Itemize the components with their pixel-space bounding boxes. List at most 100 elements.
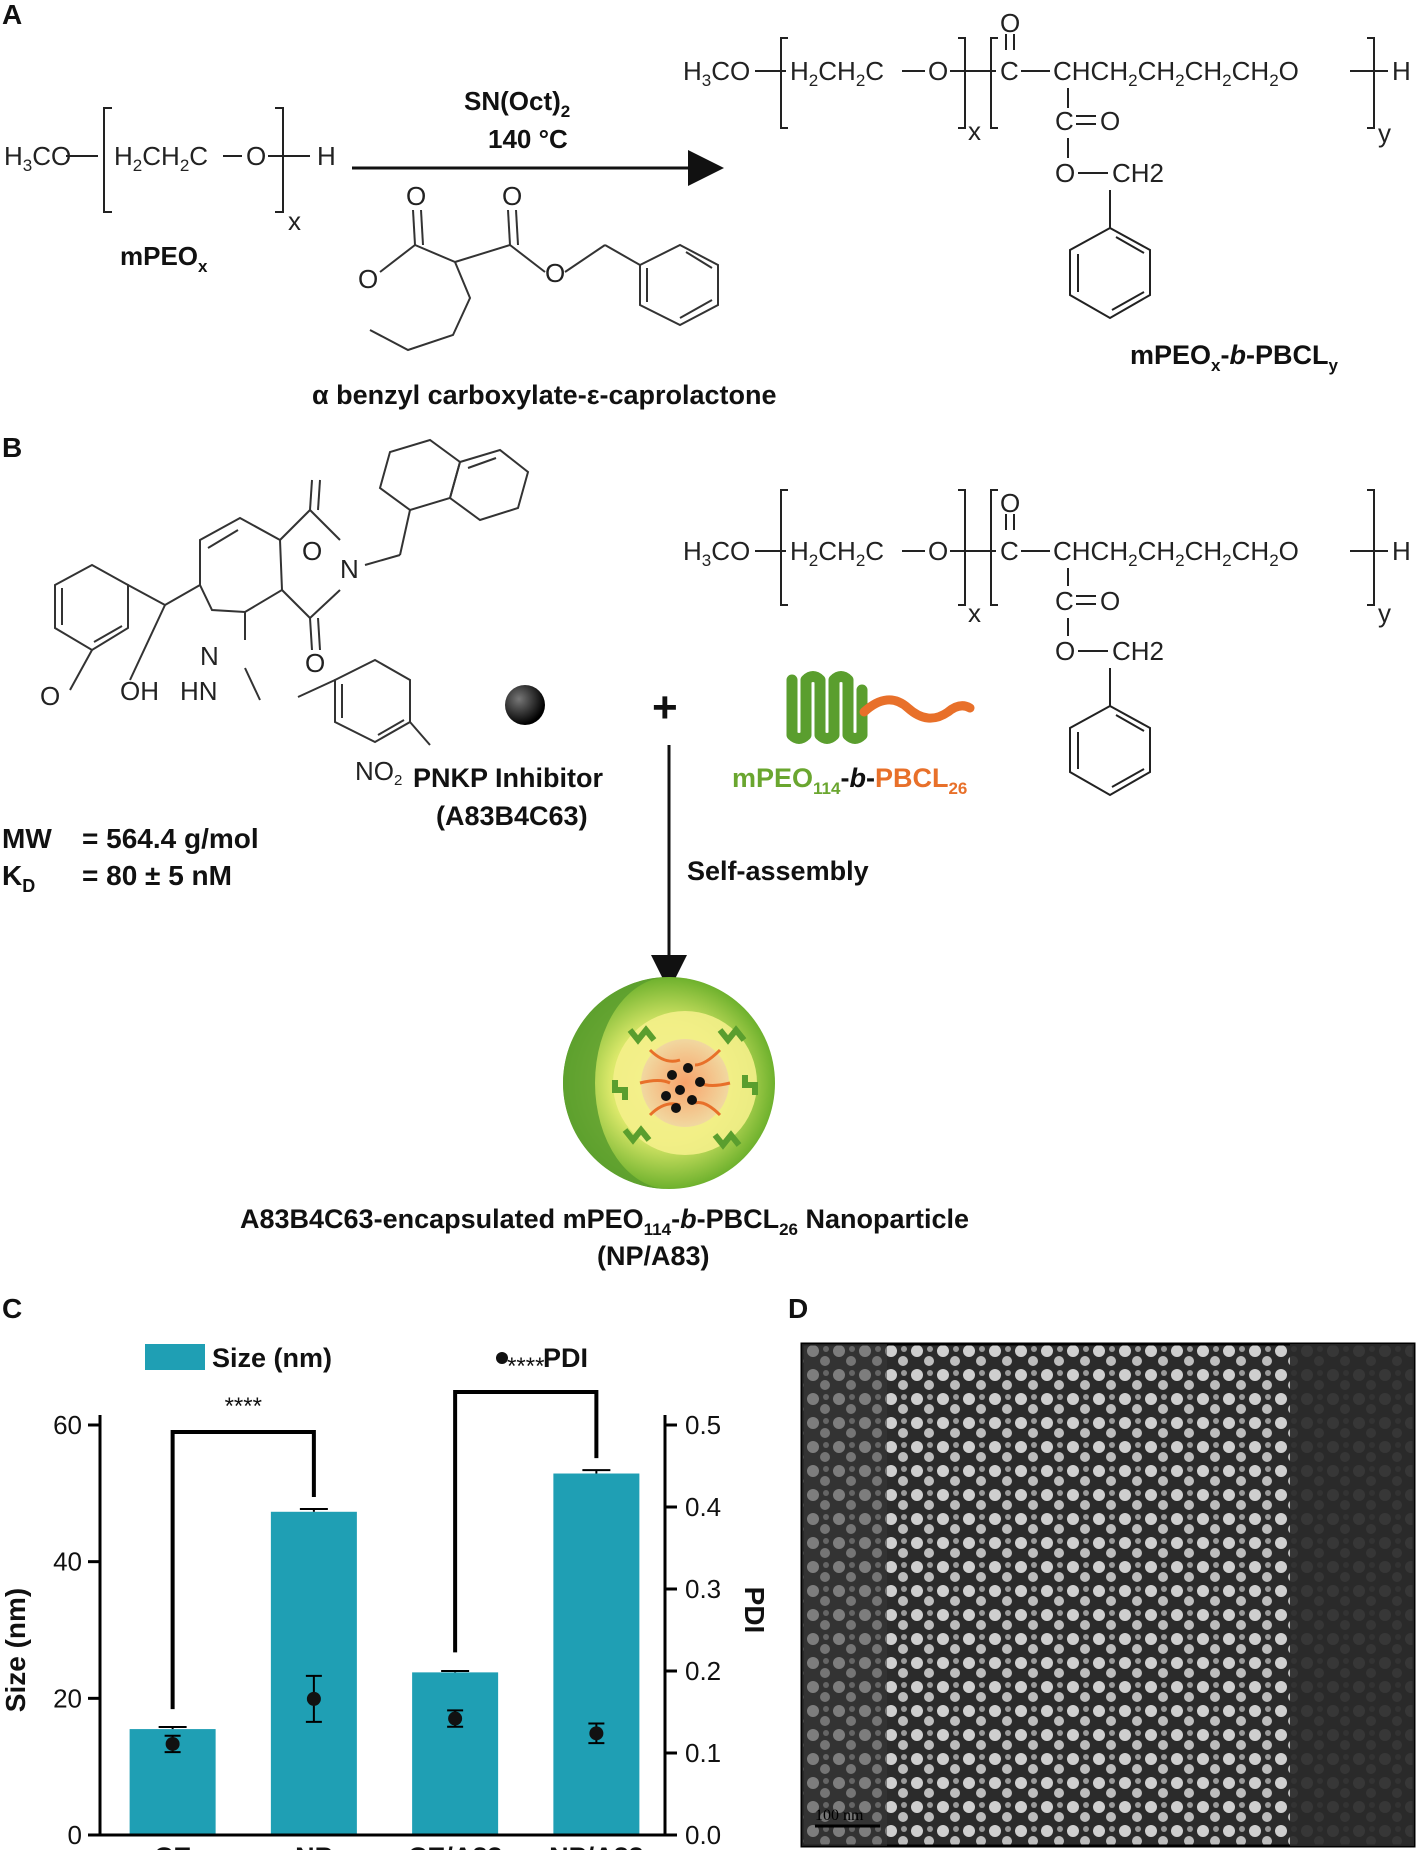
reactant-h: H [317,141,336,171]
panel-label-c: C [2,1293,22,1324]
polymer-b-c1: C [1000,536,1019,566]
product-ch2: CH2 [1112,158,1164,188]
inhibitor-oh: OH [120,676,159,706]
nanoparticle-icon [563,977,775,1189]
y-axis-label: Size (nm) [0,1588,31,1712]
polymer-b-x: x [968,598,981,628]
x-tick-label: CE/A83 [408,1842,503,1850]
inhibitor-o-top: O [302,536,322,566]
y-tick-label: 20 [53,1683,82,1713]
inhibitor-label-2: (A83B4C63) [436,801,588,831]
y2-tick-label: 0.5 [685,1410,721,1440]
monomer-o-ester: O [502,181,522,211]
product-name: mPEOx-b-PBCLy [1130,340,1339,375]
inhibitor-n-ring: N [200,641,219,671]
product-formula: H3CO [683,56,750,90]
y-tick-label: 60 [53,1410,82,1440]
nanoparticle-label-2: (NP/A83) [597,1241,710,1271]
inhibitor-structure [54,438,530,746]
monomer-o-ring: O [358,264,378,294]
reactant-bracket-left [103,107,112,213]
copolymer-icon [786,671,975,744]
inhibitor-label-1: PNKP Inhibitor [413,763,603,793]
y2-tick-label: 0.1 [685,1738,721,1768]
product-ester-o: O [1055,158,1075,188]
x-tick-label: CE [154,1842,192,1850]
pdi-point [306,1691,321,1706]
monomer-o-link: O [545,258,565,288]
panel-a-reactant: H3CO H2CH2C O H x mPEOx [4,107,336,276]
y2-axis-label: PDI [739,1587,770,1634]
kd-label: KD [2,860,35,896]
product-polymer-a: H3CO H2CH2C O x C O CHCH2CH2CH2CH2O H y … [683,8,1411,375]
legend-point-label: PDI [543,1343,588,1373]
reactant-bracket-right [275,107,284,213]
mw-label: MW [2,823,52,854]
monomer-name: α benzyl carboxylate-ε-caprolactone [312,380,777,410]
product-c1: C [1000,56,1019,86]
polymer-b-ester-c: C [1055,586,1074,616]
y-tick-label: 0 [68,1820,82,1850]
polymer-b-ch2: CH2 [1112,636,1164,666]
temperature-label: 140 °C [488,124,568,154]
significance-label: **** [507,1353,544,1380]
plus-sign: + [652,683,678,732]
polymer-b-y: y [1378,598,1391,628]
legend-bar-label: Size (nm) [212,1343,332,1373]
inhibitor-o-methoxy: O [40,681,60,711]
pdi-point [165,1736,180,1751]
polymer-b-chain: CHCH2CH2CH2CH2O [1053,536,1299,570]
y2-tick-label: 0.2 [685,1656,721,1686]
bar-np-a83 [553,1473,640,1835]
polymer-b-h: H [1392,536,1411,566]
product-x: x [968,116,981,146]
product-peo-unit: H2CH2C [790,56,884,90]
product-carbonyl-o: O [1000,8,1020,38]
pdi-point [589,1726,604,1741]
significance-label: **** [225,1393,262,1420]
catalyst-label: SN(Oct)2 [464,86,570,121]
polymer-b-ester-o-eq: O [1100,586,1120,616]
product-o1: O [928,56,948,86]
mw-value: = 564.4 g/mol [82,823,259,854]
reactant-x: x [288,206,301,236]
panel-label-b: B [2,432,22,463]
panel-label-a: A [2,0,22,30]
monomer-o-carbonyl: O [406,181,426,211]
significance-bracket [453,1390,599,1653]
y2-tick-label: 0.0 [685,1820,721,1850]
inhibitor-no2: NO2 [355,756,402,789]
inhibitor-ball-icon [505,685,545,725]
x-tick-label: NP/A83 [549,1842,644,1850]
product-polymer-b: H3CO H2CH2C O x C O CHCH2CH2CH2CH2O H y … [683,488,1411,797]
product-chain: CHCH2CH2CH2CH2O [1053,56,1299,90]
reactant-repeat-unit: H2CH2C [114,141,208,175]
polymer-b-ester-o: O [1055,636,1075,666]
size-pdi-chart: Size (nm) PDI Size (nm) PDI 0 20 40 60 0.0 0.… [0,1343,770,1850]
inhibitor-o-bottom: O [305,648,325,678]
pdi-point [448,1711,463,1726]
polymer-b-carbonyl-o: O [1000,488,1020,518]
kd-value: = 80 ± 5 nM [82,860,232,891]
copolymer-label: mPEO114-b-PBCL26 [732,763,967,798]
reactant-formula: H3CO [4,141,71,175]
panel-label-d: D [788,1293,808,1324]
reactant-o: O [246,141,266,171]
polymer-b-formula: H3CO [683,536,750,570]
legend-bar-swatch [145,1344,205,1370]
scale-bar-label: 100 nm [815,1807,864,1824]
legend-point-swatch [496,1352,508,1364]
significance-bracket [170,1430,316,1710]
reaction-arrow: SN(Oct)2 140 °C [352,86,724,186]
x-tick-label: NP [295,1842,333,1850]
bar-np [270,1511,357,1835]
reactant-name: mPEOx [120,241,208,276]
monomer-structure [369,209,719,352]
polymer-b-o1: O [928,536,948,566]
y-tick-label: 40 [53,1547,82,1577]
nanoparticle-label-1: A83B4C63-encapsulated mPEO114-b-PBCL26 N… [240,1204,969,1239]
product-h: H [1392,56,1411,86]
product-ester-c: C [1055,106,1074,136]
inhibitor-n-imide: N [340,554,359,584]
